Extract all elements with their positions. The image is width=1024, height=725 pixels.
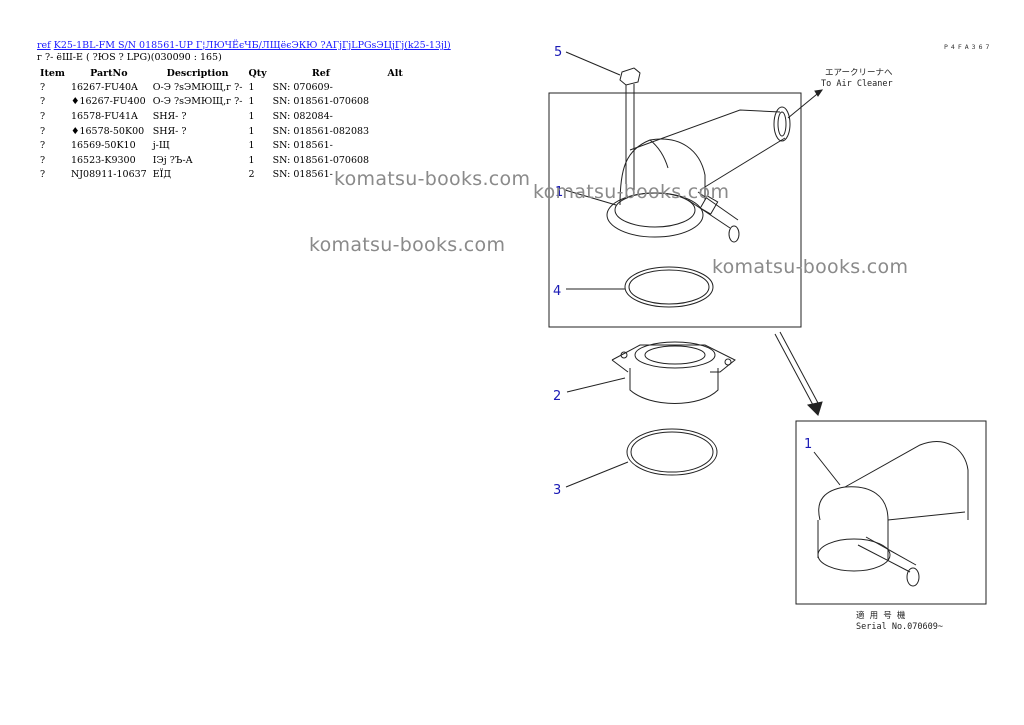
cell-description: j-Щ — [152, 140, 170, 152]
title-link[interactable]: K25-1BL-FM S/N 018561-UP Г¦ЛЮЧЁєЧБ/ЛЩёєЭ… — [53, 40, 451, 51]
cell-item: ? — [40, 110, 46, 122]
bolt-part — [619, 67, 641, 195]
cell-partno: 16569-50K10 — [70, 140, 136, 152]
callout-3: 3 — [553, 483, 561, 498]
cell-ref: SN: 018561-070608 — [272, 154, 370, 166]
table-row: ? NJ08911-10637 ЕЇД 2 SN: 018561- — [37, 168, 418, 183]
cell-item: ? — [40, 140, 46, 152]
cell-item: ? — [40, 81, 46, 93]
callout-1-detail: 1 — [804, 437, 812, 452]
o-ring-4 — [624, 266, 714, 308]
section-subtitle: г ?- ёШ-Е ( ?ЮS ? LPG)(030090 : 165) — [37, 52, 222, 63]
cell-ref: SN: 070609- — [272, 81, 333, 93]
detail-view-frame — [795, 420, 987, 605]
table-header-row: Item PartNo Description Qty Ref Alt — [37, 66, 418, 80]
cell-qty: 1 — [248, 140, 255, 152]
col-alt: Alt — [387, 67, 403, 79]
cell-ref: SN: 018561- — [272, 140, 333, 152]
air-cleaner-label-en: To Air Cleaner — [821, 79, 893, 89]
watermark: komatsu-books.com — [334, 168, 531, 190]
cell-partno: ♦16578-50K00 — [70, 125, 145, 137]
cell-qty: 1 — [248, 96, 255, 108]
cell-description: ЕЇД — [152, 169, 172, 181]
cell-partno: ♦16267-FU400 — [70, 96, 146, 108]
cell-description: SНЯ- ? — [152, 125, 187, 137]
cell-item: ? — [40, 125, 46, 137]
cell-description: ІЭj ?Ъ-А — [152, 154, 193, 166]
detail-arrow — [774, 331, 823, 416]
elbow-part-detail — [817, 441, 969, 587]
cell-qty: 1 — [248, 110, 255, 122]
cell-ref: SN: 018561- — [272, 169, 333, 181]
table-row: ? 16569-50K10 j-Щ 1 SN: 018561- — [37, 138, 418, 153]
cell-item: ? — [40, 96, 46, 108]
serial-label-en: Serial No.070609~ — [856, 622, 943, 632]
page-header: ref K25-1BL-FM S/N 018561-UP Г¦ЛЮЧЁєЧБ/Л… — [37, 40, 451, 52]
gasket-3 — [626, 428, 718, 476]
table-row: ? ♦16578-50K00 SНЯ- ? 1 SN: 018561-08208… — [37, 124, 418, 139]
callout-4: 4 — [553, 284, 561, 299]
col-qty: Qty — [248, 67, 267, 79]
col-partno: PartNo — [90, 67, 128, 79]
cell-qty: 1 — [248, 154, 255, 166]
cell-description: О-Э ?sЭМЮЩ,г ?- — [152, 96, 243, 108]
cell-partno: 16267-FU40A — [70, 81, 138, 93]
adapter-part — [611, 341, 736, 404]
cell-partno: 16578-FU41A — [70, 110, 138, 122]
cell-description: О-Э ?sЭМЮЩ,г ?- — [152, 81, 243, 93]
watermark: komatsu-books.com — [309, 234, 506, 256]
watermark: komatsu-books.com — [533, 181, 730, 203]
air-cleaner-label-jp: エアークリーナへ — [825, 68, 893, 78]
drawing-code: P4FA367 — [944, 43, 993, 51]
cell-qty: 1 — [248, 125, 255, 137]
table-row: ? 16578-FU41A SНЯ- ? 1 SN: 082084- — [37, 109, 418, 124]
cell-item: ? — [40, 154, 46, 166]
callout-1: 1 — [555, 185, 563, 200]
callout-5: 5 — [554, 45, 562, 60]
parts-table: Item PartNo Description Qty Ref Alt ? 16… — [37, 66, 418, 182]
cell-ref: SN: 018561-082083 — [272, 125, 370, 137]
air-cleaner-arrow — [787, 89, 823, 119]
cell-partno: NJ08911-10637 — [70, 169, 147, 181]
table-row: ? 16523-K9300 ІЭj ?Ъ-А 1 SN: 018561-0706… — [37, 153, 418, 168]
cell-ref: SN: 082084- — [272, 110, 333, 122]
table-row: ? ♦16267-FU400 О-Э ?sЭМЮЩ,г ?- 1 SN: 018… — [37, 95, 418, 110]
elbow-part-main — [606, 106, 791, 243]
cell-qty: 1 — [248, 81, 255, 93]
serial-label-jp: 適 用 号 機 — [856, 610, 906, 621]
main-view-frame — [548, 92, 802, 328]
callout-2: 2 — [553, 389, 561, 404]
cell-description: SНЯ- ? — [152, 110, 187, 122]
col-item: Item — [40, 67, 65, 79]
cell-ref: SN: 018561-070608 — [272, 96, 370, 108]
col-description: Description — [166, 67, 229, 79]
cell-partno: 16523-K9300 — [70, 154, 136, 166]
ref-link[interactable]: ref — [37, 40, 51, 51]
col-ref: Ref — [311, 67, 330, 79]
cell-item: ? — [40, 169, 46, 181]
table-row: ? 16267-FU40A О-Э ?sЭМЮЩ,г ?- 1 SN: 0706… — [37, 80, 418, 95]
watermark: komatsu-books.com — [712, 256, 909, 278]
cell-qty: 2 — [248, 169, 255, 181]
